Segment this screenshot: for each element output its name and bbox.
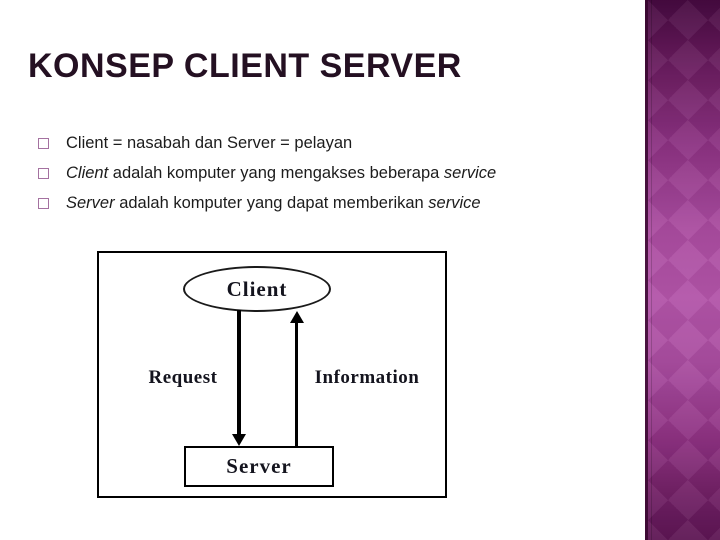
bullet-text: Client adalah komputer yang mengakses be… (66, 163, 497, 182)
server-node-label: Server (226, 454, 292, 478)
bullet-text: Client = nasabah dan Server = pelayan (66, 133, 353, 152)
client-node-label: Client (226, 276, 288, 301)
bullet-item: Client = nasabah dan Server = pelayan (38, 128, 618, 158)
information-label: Information (314, 367, 420, 388)
page-title: KONSEP CLIENT SERVER (28, 46, 462, 85)
information-arrowhead-icon (290, 311, 304, 323)
request-arrowhead-icon (232, 434, 246, 446)
diamond-pattern (648, 0, 720, 540)
bullet-item: Client adalah komputer yang mengakses be… (38, 158, 618, 188)
bullet-list: Client = nasabah dan Server = pelayan Cl… (38, 128, 618, 218)
bullet-square-icon (38, 167, 49, 179)
sidebar-seam-line (651, 0, 652, 540)
bullet-item: Server adalah komputer yang dapat member… (38, 188, 618, 218)
server-node: Server (184, 446, 334, 487)
bullet-square-icon (38, 137, 49, 149)
bullet-text: Server adalah komputer yang dapat member… (66, 193, 481, 212)
client-node: Client (183, 266, 331, 312)
request-arrow (237, 310, 241, 435)
request-label: Request (148, 367, 218, 388)
bullet-square-icon (38, 197, 49, 209)
decorative-sidebar (645, 0, 720, 540)
information-arrow (295, 323, 298, 446)
client-server-diagram: Client Request Information Server (97, 251, 447, 498)
